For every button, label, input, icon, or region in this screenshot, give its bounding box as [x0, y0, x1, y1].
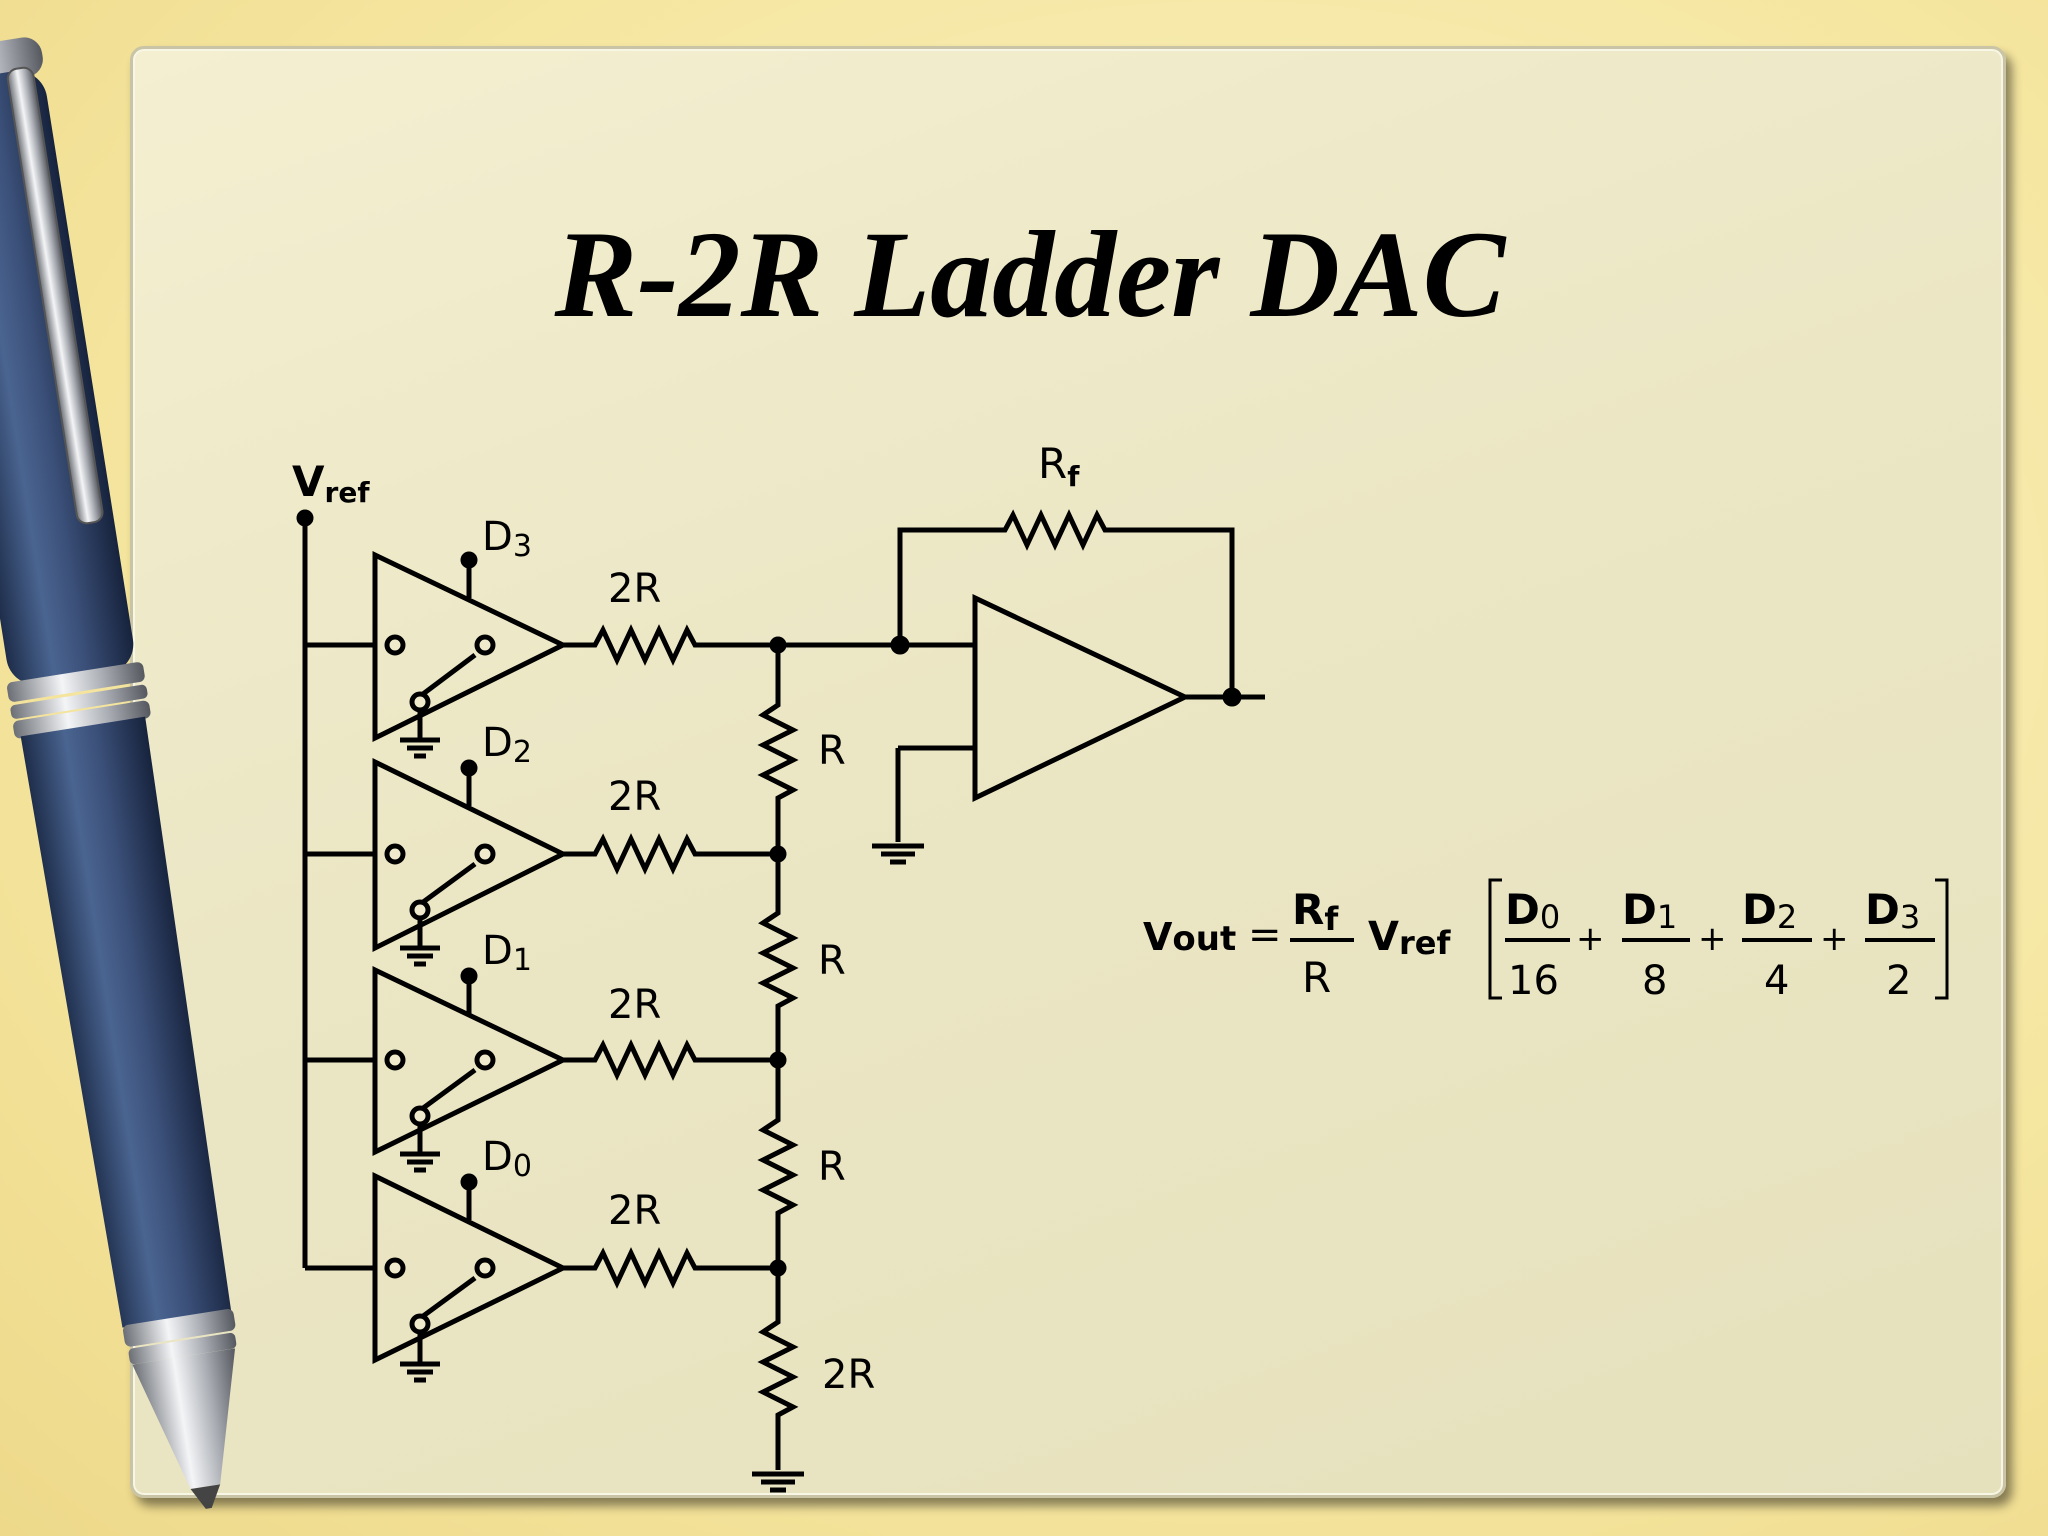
formula-plus-3: +: [1820, 919, 1849, 959]
ladder-resistor-2: [757, 854, 799, 1060]
switch-d1: [372, 966, 569, 1173]
left-bracket: [1488, 878, 1502, 1000]
formula-plus-2: +: [1698, 919, 1727, 959]
formula-equals: =: [1248, 912, 1282, 958]
termination-label: 2R: [822, 1352, 875, 1398]
switch-d0: [372, 1171, 569, 1383]
output-node: [1222, 687, 1242, 707]
formula-term-d3-den: 2: [1886, 958, 1911, 1004]
d0-label: D0: [482, 1134, 532, 1184]
branch-resistor-d0: [563, 1247, 778, 1289]
branch-resistor-d2: [563, 833, 778, 875]
switch-d2: [372, 757, 569, 967]
ladder-label-3: R: [818, 1144, 846, 1190]
formula-gain-denominator: R: [1302, 953, 1331, 1002]
formula-term-d3-num: D3: [1865, 885, 1920, 936]
formula-term-d0-num: D0: [1505, 885, 1560, 936]
branch-label-d1: 2R: [608, 982, 661, 1028]
d1-label: D1: [482, 928, 532, 978]
formula-lhs: Vout: [1143, 915, 1236, 959]
slide-panel: [130, 46, 2006, 1498]
formula-term-d1-den: 8: [1642, 958, 1667, 1004]
formula-term-d0-den: 16: [1508, 958, 1559, 1004]
formula-plus-1: +: [1576, 919, 1605, 959]
rf-label: Rf: [1038, 439, 1080, 493]
formula-term-d2-den: 4: [1764, 958, 1789, 1004]
op-amp: [972, 594, 1191, 802]
branch-resistor-d3: [563, 624, 778, 666]
right-bracket: [1935, 878, 1949, 1000]
ladder-resistor-3: [757, 1060, 799, 1268]
d2-label: D2: [482, 720, 532, 770]
formula-gain-numerator: Rf: [1292, 885, 1339, 938]
ladder-resistor-1: [757, 645, 799, 854]
ladder-label-2: R: [818, 938, 846, 984]
branch-label-d0: 2R: [608, 1188, 661, 1234]
formula-vref: Vref: [1368, 914, 1451, 962]
d3-label: D3: [482, 514, 532, 564]
ladder-label-1: R: [818, 728, 846, 774]
termination-resistor: [757, 1268, 799, 1470]
output-voltage-formula: Vout = Rf R Vref D0 16 + D1 8 + D2 4 + D…: [1143, 885, 1920, 1004]
switch-d3: [372, 551, 569, 759]
slide-title: R-2R Ladder DAC: [554, 206, 1506, 343]
branch-label-d3: 2R: [608, 566, 661, 612]
vref-label: Vref: [292, 457, 370, 509]
branch-label-d2: 2R: [608, 774, 661, 820]
feedback-resistor: [897, 509, 1235, 697]
formula-term-d2-num: D2: [1742, 885, 1797, 936]
branch-resistor-d1: [563, 1039, 778, 1081]
formula-term-d1-num: D1: [1622, 885, 1677, 936]
